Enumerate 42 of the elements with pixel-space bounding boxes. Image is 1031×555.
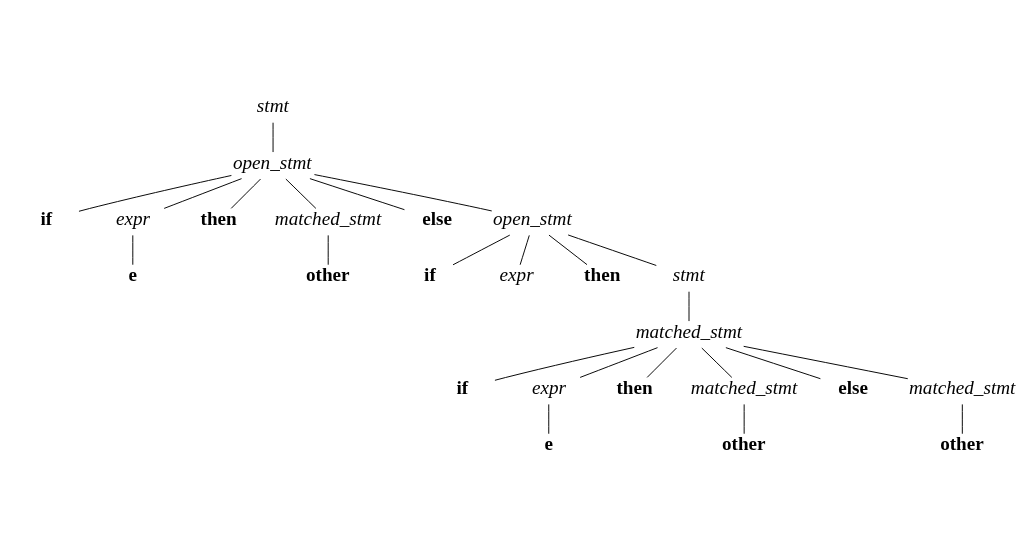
node-text: then xyxy=(584,263,621,285)
node-text: matched_stmt xyxy=(274,207,382,229)
node-text: expr xyxy=(499,263,534,285)
node-text: stmt xyxy=(672,263,705,285)
node-text: other xyxy=(306,263,350,285)
connector xyxy=(743,345,909,379)
node-text: stmt xyxy=(256,94,289,116)
node-text: if xyxy=(456,376,469,398)
connector xyxy=(519,234,530,265)
node-text: else xyxy=(422,207,453,229)
connector xyxy=(313,173,493,211)
node-text: other xyxy=(721,432,766,454)
node-text: other xyxy=(940,432,984,454)
node-text: open_stmt xyxy=(232,151,312,173)
node-text: e xyxy=(128,263,138,285)
connector xyxy=(567,234,657,266)
connector xyxy=(163,177,243,209)
node-text: if xyxy=(424,263,436,285)
connector xyxy=(961,403,963,434)
node-text: else xyxy=(838,376,869,398)
connector xyxy=(579,346,658,378)
connector xyxy=(725,346,821,379)
connector xyxy=(309,177,405,210)
connector xyxy=(548,403,550,434)
connector xyxy=(78,174,232,212)
node-text: expr xyxy=(531,376,567,398)
connector xyxy=(285,178,317,209)
connector xyxy=(548,234,588,265)
connector xyxy=(701,347,733,378)
connector xyxy=(494,346,635,381)
connector xyxy=(132,234,134,265)
node-text: matched_stmt xyxy=(690,376,798,398)
node-text: if xyxy=(40,207,53,229)
node-text: then xyxy=(616,376,653,398)
node-text: matched_stmt xyxy=(635,320,743,342)
node-text: then xyxy=(200,207,237,229)
node-text: open_stmt xyxy=(493,207,572,229)
node-text: e xyxy=(544,432,554,454)
node-text: matched_stmt xyxy=(908,376,1016,398)
connector xyxy=(452,234,511,265)
node-text: expr xyxy=(116,207,151,229)
connector xyxy=(327,234,329,265)
